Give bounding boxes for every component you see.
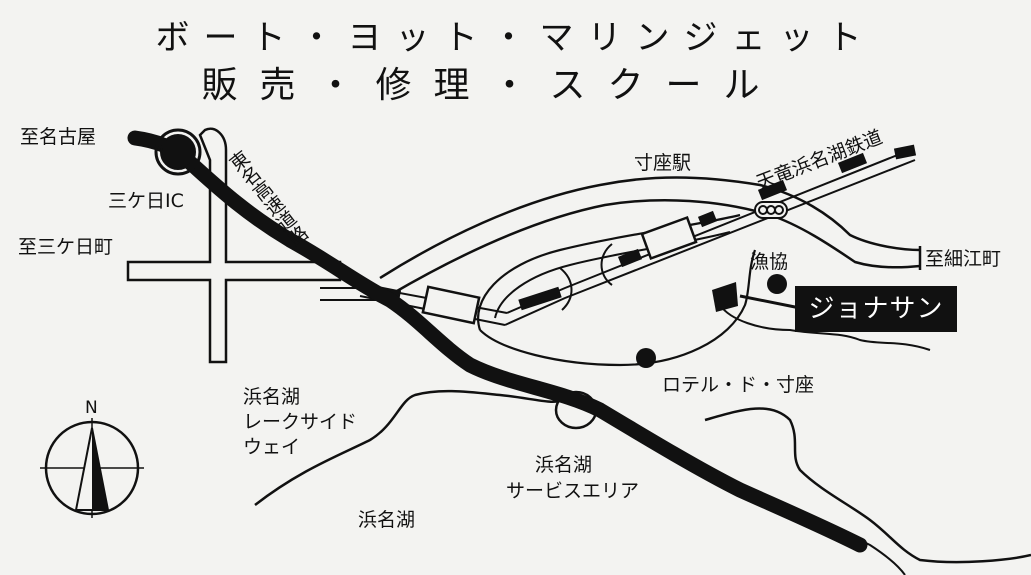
label-lakeside-way-3: ウェイ (243, 436, 301, 458)
tunnel-arc-1 (559, 267, 573, 311)
label-sunza-station: 寸座駅 (634, 152, 692, 174)
shore-near-shop (719, 304, 931, 351)
shop-pointer (739, 294, 801, 310)
label-to-mikkabi: 至三ケ日町 (18, 236, 114, 258)
mikkabi-road (126, 127, 342, 364)
label-lakeside-way-2: レークサイド (243, 411, 358, 433)
shop-label: ジョナサン (795, 286, 957, 332)
label-fishery-coop: 漁協 (750, 251, 789, 273)
label-lake: 浜名湖 (358, 509, 416, 531)
railway-crossing-icon (754, 201, 788, 219)
label-service-area-2: サービスエリア (506, 480, 640, 502)
lake-shoreline-east (704, 407, 1031, 564)
compass-north-label: N (85, 398, 98, 418)
label-hotel: ロテル・ド・寸座 (662, 374, 815, 396)
mikkabi-ic-ring (154, 128, 202, 176)
title-line-1: ボート・ヨット・マリンジェット (155, 18, 876, 58)
fishery-coop-marker (767, 274, 787, 294)
expressway-line (127, 130, 868, 553)
tunnel-arc-2 (600, 243, 613, 286)
shop-marker (712, 282, 738, 312)
mikkabi-ic-interchange (160, 134, 196, 170)
sunza-station-platform (640, 215, 698, 261)
inner-loop-road (477, 213, 757, 367)
hotel-marker (636, 348, 656, 368)
compass-icon (40, 418, 144, 518)
label-lakeside-way-1: 浜名湖 (243, 386, 301, 408)
platform-west (421, 285, 481, 325)
label-to-nagoya: 至名古屋 (20, 126, 97, 148)
peninsula-road-inner (389, 199, 921, 297)
title-line-2: 販売・修理・スクール (201, 65, 782, 106)
label-service-area-1: 浜名湖 (535, 454, 593, 476)
label-to-hosoe: 至細江町 (925, 248, 1002, 270)
label-mikkabi-ic: 三ケ日IC (108, 190, 184, 212)
peninsula-road-outer (379, 176, 921, 280)
